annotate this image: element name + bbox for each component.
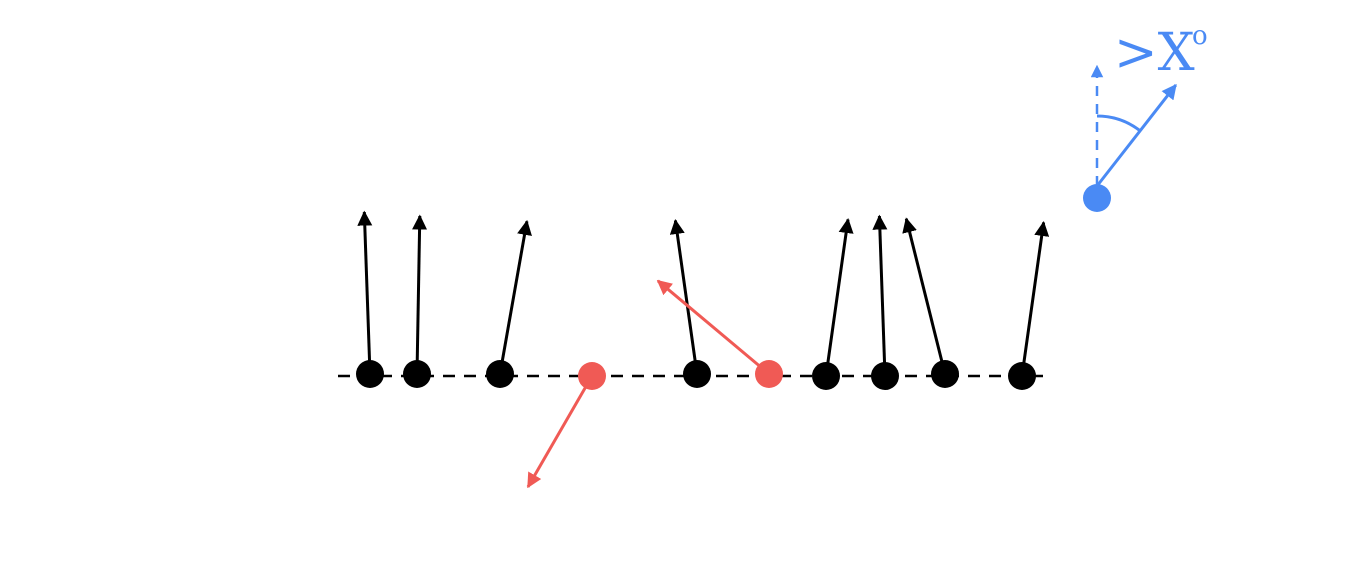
angle-legend: >X o	[1083, 21, 1208, 212]
aligned-heading-arrow-1	[357, 210, 373, 375]
aligned-agent-dot-8	[871, 362, 899, 390]
deviation-direction-arrow	[1095, 83, 1177, 187]
outlier-heading-arrow-6	[656, 279, 770, 376]
aligned-agent-dot-7	[812, 362, 840, 390]
outlier-agent-dot-4	[578, 362, 606, 390]
outlier-heading-arrow-4	[526, 375, 594, 489]
agents-group	[356, 210, 1050, 489]
aligned-agent-dot-5	[683, 360, 711, 388]
aligned-agent-dot-3	[486, 360, 514, 388]
aligned-agent-dot-9	[931, 360, 959, 388]
angle-threshold-label: >X	[1114, 23, 1195, 83]
degree-symbol: o	[1192, 21, 1208, 51]
aligned-heading-arrow-5	[669, 219, 699, 375]
aligned-agent-dot-2	[403, 360, 431, 388]
aligned-agent-dot-1	[356, 360, 384, 388]
aligned-agent-dot-10	[1008, 362, 1036, 390]
aligned-heading-arrow-10	[1020, 221, 1050, 377]
aligned-heading-arrow-7	[824, 218, 854, 377]
aligned-heading-arrow-8	[872, 214, 888, 377]
outlier-agent-dot-6	[755, 360, 783, 388]
legend-agent-dot	[1083, 184, 1111, 212]
aligned-heading-arrow-2	[412, 214, 428, 375]
aligned-heading-arrow-3	[498, 219, 532, 375]
angle-arc	[1096, 114, 1142, 132]
aligned-heading-arrow-9	[902, 217, 947, 375]
